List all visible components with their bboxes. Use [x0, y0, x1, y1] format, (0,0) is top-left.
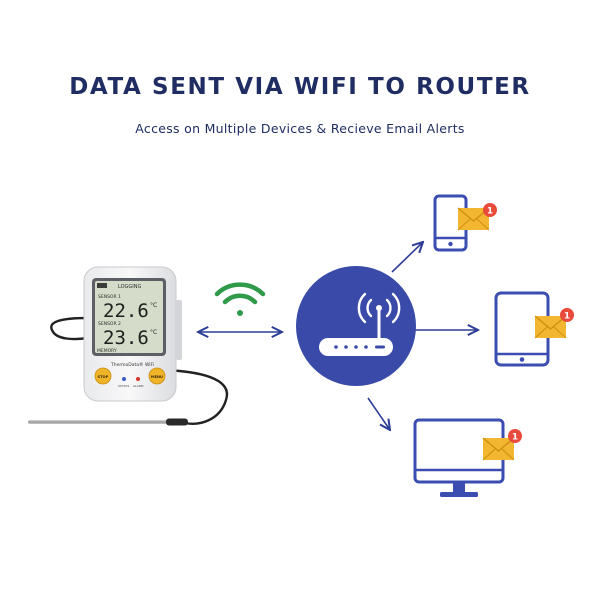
lcd-screen [95, 281, 163, 353]
tablet-notification-badge [560, 308, 574, 322]
brand-label: ThermoData® WiFi [110, 361, 154, 368]
status-led [122, 377, 126, 381]
arrow-to-monitor [367, 397, 390, 430]
lcd-logging-label: LOGGING [118, 284, 142, 290]
router-icon [319, 292, 401, 356]
sensor2-label: SENSOR 2 [98, 321, 121, 327]
sensor-cable-right [164, 368, 229, 425]
wifi-icon [214, 282, 266, 316]
menu-button[interactable] [148, 367, 166, 385]
menu-button-label: MENU [151, 375, 163, 379]
monitor-notification-badge [508, 429, 522, 443]
stop-button[interactable] [94, 367, 112, 385]
alarm-led-label: ALARM [133, 384, 144, 388]
status-led-label: STATUS [118, 384, 129, 388]
memory-label: MEMORY [97, 348, 117, 354]
sensor1-unit: °C [150, 302, 157, 309]
phone-badge-count: 1 [487, 207, 493, 217]
data-logger-device: LOGGING SENSOR 1 22.6 °C SENSOR 2 23.6 °… [28, 266, 229, 426]
router-hub [296, 266, 416, 386]
sensor2-reading: 23.6 [103, 327, 149, 349]
sensor-cable-left [50, 316, 89, 341]
page-subtitle: Access on Multiple Devices & Recieve Ema… [135, 121, 465, 136]
stop-button-label: STOP [98, 375, 109, 379]
temperature-probe [28, 418, 188, 426]
sensor1-label: SENSOR 1 [98, 294, 121, 300]
tablet-badge-count: 1 [564, 312, 570, 322]
monitor-badge-count: 1 [512, 433, 518, 443]
phone-notification-badge [483, 203, 497, 217]
battery-icon [97, 283, 107, 288]
email-icon [534, 315, 567, 339]
email-icon [482, 437, 515, 461]
page-title: DATA SENT VIA WIFI TO ROUTER [69, 74, 531, 100]
sensor1-reading: 22.6 [103, 300, 149, 322]
sensor2-unit: °C [150, 329, 157, 336]
arrow-to-phone [391, 242, 423, 273]
alarm-led [136, 377, 140, 381]
